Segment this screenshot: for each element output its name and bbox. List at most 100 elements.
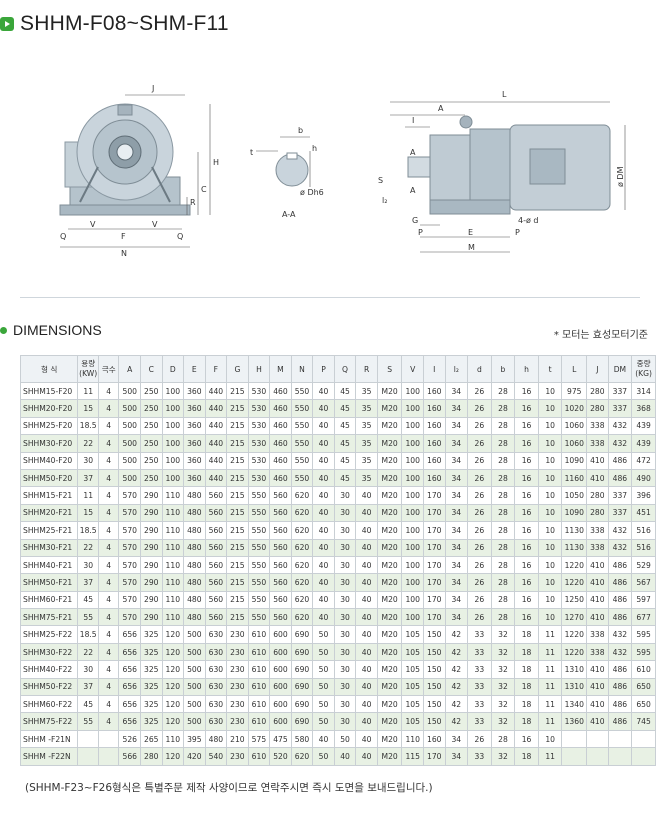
play-arrow-icon [0, 17, 14, 31]
table-cell: 337 [607, 399, 633, 418]
table-cell [561, 729, 588, 749]
table-cell: 215 [226, 503, 249, 523]
table-cell: 33 [467, 747, 492, 766]
table-cell: M20 [376, 416, 403, 436]
table-cell: 100 [161, 399, 185, 418]
table-cell: 100 [401, 381, 424, 401]
table-cell: 110 [401, 729, 424, 749]
column-header: P [312, 355, 335, 383]
label-v-left: V [90, 220, 96, 229]
table-cell: 560 [269, 521, 292, 540]
table-cell: 55 [77, 712, 99, 731]
table-cell: 570 [118, 590, 141, 610]
column-header: I [422, 355, 446, 383]
table-cell: 30 [333, 573, 357, 592]
table-cell: 40 [312, 729, 335, 749]
table-cell: 215 [226, 468, 249, 488]
table-cell: 40 [355, 590, 378, 610]
table-cell: 314 [631, 381, 656, 401]
table-cell: 28 [490, 555, 516, 575]
table-cell [586, 747, 609, 766]
table-cell: 34 [444, 416, 469, 436]
table-cell: 50 [312, 747, 335, 766]
table-cell: 480 [183, 486, 206, 505]
table-cell: 250 [140, 451, 163, 470]
table-cell: 4 [97, 399, 120, 418]
table-cell: 34 [444, 468, 469, 488]
table-cell: 550 [290, 399, 314, 418]
table-cell: 120 [161, 642, 185, 662]
table-cell: 1220 [561, 573, 588, 592]
table-cell: 440 [204, 468, 228, 488]
table-cell: 16 [514, 468, 539, 488]
table-cell: 338 [586, 416, 609, 436]
table-cell: 690 [290, 642, 314, 662]
table-cell: 4 [97, 538, 120, 557]
table-cell: 325 [140, 695, 163, 714]
table-cell: 42 [444, 625, 469, 644]
table-cell: 100 [401, 468, 424, 488]
table-cell: 110 [161, 555, 185, 575]
table-cell: 4 [97, 381, 120, 401]
table-cell: 150 [422, 660, 446, 679]
table-cell: 40 [355, 642, 378, 662]
table-cell: 110 [161, 573, 185, 592]
table-cell: 100 [161, 451, 185, 470]
model-cell: SHHM15-F20 [19, 381, 79, 401]
table-cell: 26 [467, 416, 492, 436]
label-section-aa: A-A [282, 210, 296, 219]
table-cell: 34 [444, 590, 469, 610]
table-cell: 32 [490, 747, 516, 766]
table-cell: 26 [467, 538, 492, 557]
table-cell: 550 [247, 590, 271, 610]
table-cell: 16 [514, 451, 539, 470]
table-cell: 560 [204, 573, 228, 592]
table-cell: 325 [140, 642, 163, 662]
table-cell: 50 [333, 729, 357, 749]
label-g: G [412, 216, 418, 225]
table-cell: 150 [422, 677, 446, 697]
table-cell: 530 [247, 434, 271, 453]
section-heading-text: DIMENSIONS [13, 322, 102, 338]
table-cell: 490 [631, 468, 656, 488]
table-cell: 656 [118, 677, 141, 697]
table-cell: 600 [269, 712, 292, 731]
column-header: DM [607, 355, 633, 383]
table-cell: 1220 [561, 642, 588, 662]
label-a-top: A [438, 104, 444, 113]
table-cell: 34 [444, 521, 469, 540]
table-cell: 530 [247, 381, 271, 401]
table-cell: 110 [161, 486, 185, 505]
table-cell: 410 [586, 677, 609, 697]
table-cell: 472 [631, 451, 656, 470]
table-cell: 526 [118, 729, 141, 749]
table-cell: M20 [376, 486, 403, 505]
table-cell: 560 [204, 538, 228, 557]
table-cell: 337 [607, 486, 633, 505]
table-cell: 325 [140, 677, 163, 697]
table-cell [631, 729, 656, 749]
table-cell: 610 [247, 642, 271, 662]
table-cell: 439 [631, 416, 656, 436]
bullet-dot-icon [0, 326, 7, 334]
label-j: J [151, 84, 154, 93]
table-cell: 1270 [561, 608, 588, 627]
table-cell: 530 [247, 416, 271, 436]
table-cell: 630 [204, 677, 228, 697]
table-cell: 600 [269, 677, 292, 697]
table-cell: 4 [97, 625, 120, 644]
table-cell: 105 [401, 642, 424, 662]
model-cell: SHHM40-F21 [19, 555, 79, 575]
table-cell: 690 [290, 677, 314, 697]
table-cell: 28 [490, 381, 516, 401]
table-cell: 40 [333, 747, 357, 766]
table-cell: 100 [401, 503, 424, 523]
table-cell: 550 [247, 486, 271, 505]
table-cell: 40 [312, 399, 335, 418]
table-cell: 560 [269, 573, 292, 592]
model-cell: SHHM30-F21 [19, 538, 79, 557]
